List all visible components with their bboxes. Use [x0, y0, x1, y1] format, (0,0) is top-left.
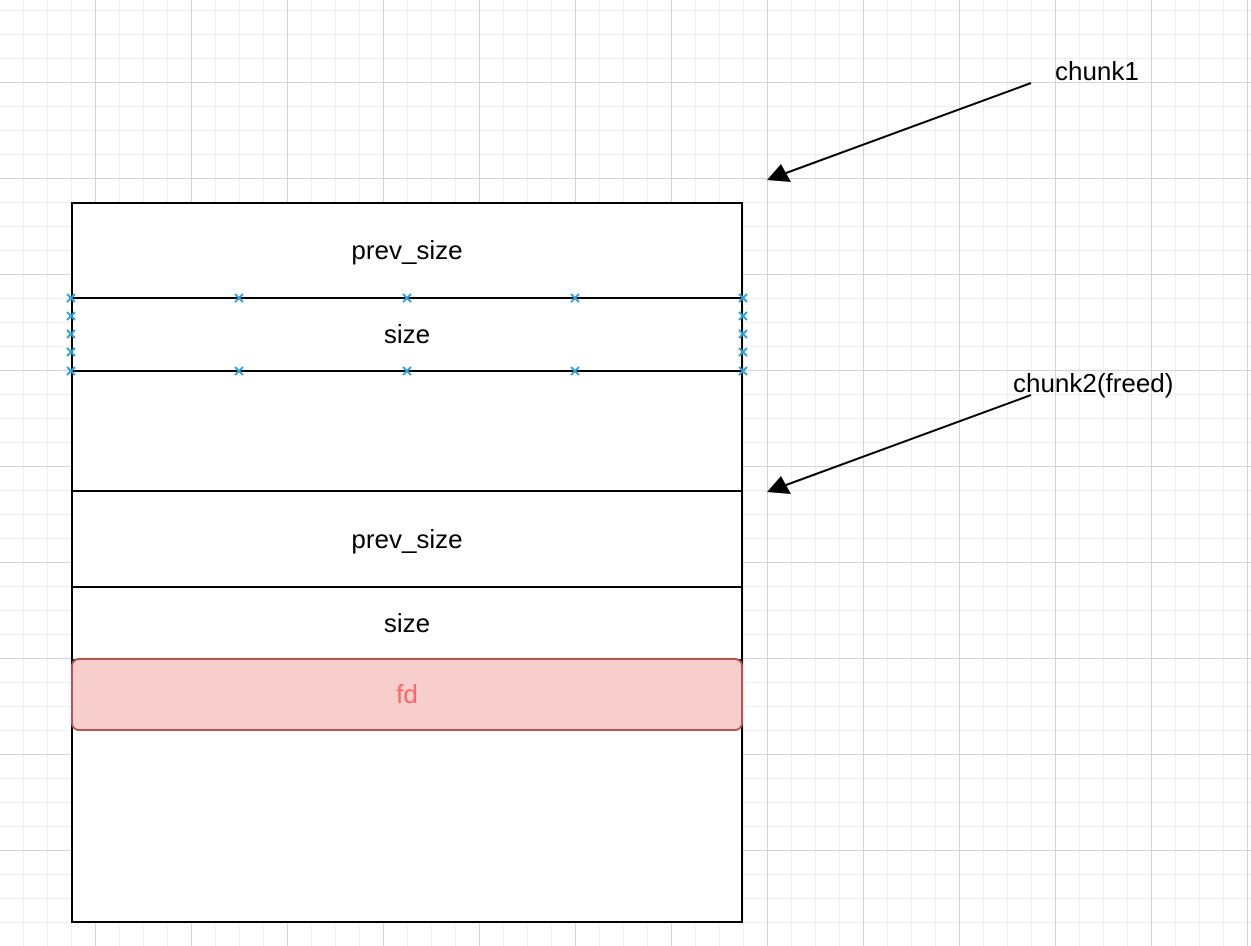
chunk1-label[interactable]: chunk1 [1055, 56, 1139, 86]
fd-label: fd [396, 679, 418, 709]
chunk2-size-field[interactable]: size [71, 586, 743, 661]
chunk2-arrow[interactable] [767, 394, 1032, 494]
chunk2-prev-size-field[interactable]: prev_size [71, 490, 743, 588]
field-label: size [383, 608, 431, 638]
field-label: prev_size [351, 523, 463, 554]
field-label: size [383, 319, 431, 349]
field-label: prev_size [351, 235, 463, 265]
chunk1-prev-size-field[interactable]: prev_size [71, 202, 743, 299]
chunk2-freed-label[interactable]: chunk2(freed) [1013, 368, 1174, 398]
chunk1-arrow[interactable] [767, 82, 1032, 182]
fd-pointer-field[interactable]: fd [71, 658, 743, 731]
chunk1-size-field[interactable]: size [71, 297, 743, 372]
chunk1-data-field[interactable] [71, 370, 743, 492]
